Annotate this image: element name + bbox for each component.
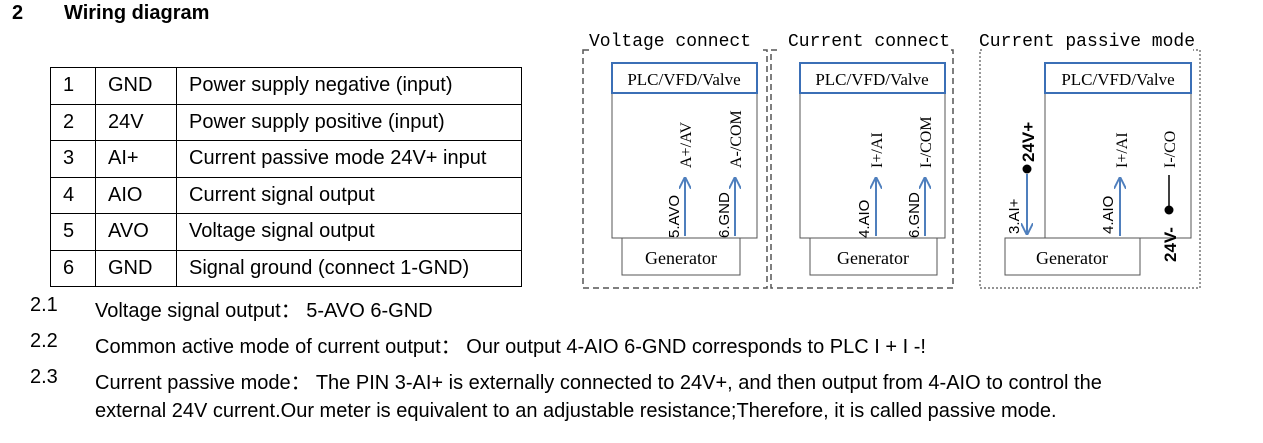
section-number: 2 [12,2,24,24]
pin-name: AI+ [95,140,177,178]
generator-box [621,237,741,276]
generator-box [1004,237,1141,276]
table-row: 6 GND Signal ground (connect 1-GND) [50,249,522,287]
table-row: 2 24V Power supply positive (input) [50,103,522,141]
pin-number: 4 [50,176,96,214]
note-text: Voltage signal output： 5-AVO 6-GND [95,300,433,322]
device-header [799,62,946,94]
table-row: 3 AI+ Current passive mode 24V+ input [50,140,522,178]
table-row: 1 GND Power supply negative (input) [50,67,522,105]
note-number: 2.3 [30,366,58,388]
wiring-diagrams: Voltage connect PLC/VFD/Valve A+/AV A-/C… [582,32,1201,289]
device-label: PLC/VFD/Valve [815,70,928,89]
pin-description: Current signal output [176,176,522,214]
device-header [1044,62,1192,94]
wire-label-right: 6.GND [906,192,923,238]
pin-name: AIO [95,176,177,214]
pin-name: GND [95,67,177,105]
title-mask [983,44,1193,54]
input-label-left: A+/AV [678,121,695,168]
pin-number: 3 [50,140,96,178]
note-text: external 24V current.Our meter is equiva… [95,400,1057,422]
diagram-title: Current passive mode [979,32,1195,52]
pin-table: 1 GND Power supply negative (input) 2 24… [50,67,522,287]
generator-label: Generator [837,248,909,268]
pin-description: Voltage signal output [176,213,522,251]
device-label: PLC/VFD/Valve [1061,70,1174,89]
note-text: Current passive mode： The PIN 3-AI+ is e… [95,372,1102,394]
table-row: 5 AVO Voltage signal output [50,213,522,251]
generator-box [809,237,938,276]
diagram-title: Current connect [788,32,950,52]
wire-label-left: 3.AI+ [1006,198,1023,234]
device-label: PLC/VFD/Valve [627,70,740,89]
supply-positive-terminal [1022,164,1032,174]
note-text: Common active mode of current output： Ou… [95,336,926,358]
pin-description: Power supply negative (input) [176,67,522,105]
generator-label: Generator [1036,248,1108,268]
pin-number: 6 [50,249,96,287]
table-row: 4 AIO Current signal output [50,176,522,214]
supply-negative-label: 24V- [1161,227,1180,262]
input-label-left: I+/AI [869,132,886,168]
pin-name: 24V [95,103,177,141]
diagram-title: Voltage connect [589,32,751,52]
wire-label-right: 4.AIO [1100,196,1117,234]
pin-number: 1 [50,67,96,105]
wire-label-left: 5.AVO [666,195,683,238]
note-number: 2.2 [30,330,58,352]
supply-negative-terminal [1164,205,1174,215]
pin-name: AVO [95,213,177,251]
pin-description: Power supply positive (input) [176,103,522,141]
supply-positive-label: 24V+ [1019,122,1038,162]
pin-number: 5 [50,213,96,251]
device-header [611,62,758,94]
pin-description: Signal ground (connect 1-GND) [176,249,522,287]
note-number: 2.1 [30,294,58,316]
wire-label-left: 4.AIO [856,200,873,238]
current-passive-diagram: Current passive mode PLC/VFD/Valve 24V+ … [979,32,1201,289]
pin-name: GND [95,249,177,287]
pin-number: 2 [50,103,96,141]
input-label-right: I-/COM [918,116,935,168]
title-mask [589,44,761,54]
input-label-right: A-/COM [728,110,745,168]
title-mask [781,44,949,54]
input-label-left: I+/AI [1114,132,1131,168]
wire-label-right: 6.GND [716,192,733,238]
current-connect-diagram: Current connect PLC/VFD/Valve I+/AI I-/C… [770,32,954,289]
voltage-connect-diagram: Voltage connect PLC/VFD/Valve A+/AV A-/C… [582,32,768,289]
input-label-right: I-/CO [1162,131,1179,168]
section-title: Wiring diagram [64,2,210,24]
generator-label: Generator [645,248,717,268]
pin-description: Current passive mode 24V+ input [176,140,522,178]
